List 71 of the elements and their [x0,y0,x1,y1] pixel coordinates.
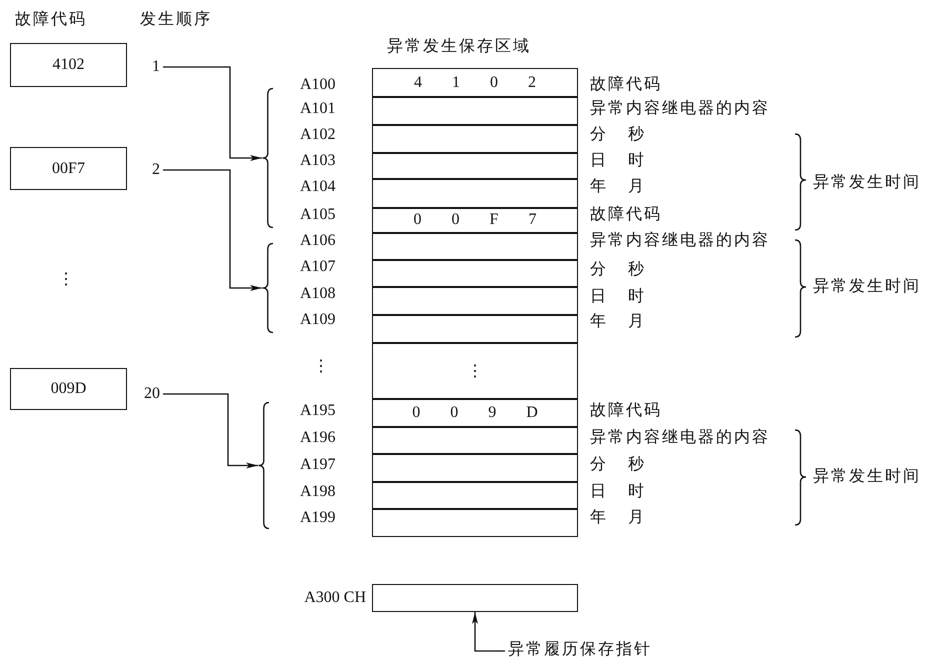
field-description: 异常内容继电器的内容 [590,231,770,251]
field-description: 异常内容继电器的内容 [590,428,770,448]
sequence-number: 1 [144,57,160,77]
memory-row: 0 0 F 7 [372,207,578,234]
table-heading: 异常发生保存区域 [387,37,531,57]
memory-row: 0 0 9 D [372,398,578,428]
sequence-number: 2 [144,160,160,180]
field-description: 年 月 [590,312,646,332]
fault-code-box: 00F7 [10,147,127,190]
memory-row [372,259,578,288]
memory-row [372,453,578,482]
address-label: A196 [300,428,336,448]
arrow [163,169,262,291]
address-label: A108 [300,284,336,304]
field-description: 故障代码 [590,401,662,421]
memory-row [372,286,578,316]
fault-code-box: 4102 [10,43,127,87]
arrow [472,612,505,652]
memory-area-table [372,36,578,535]
arrow [163,66,262,161]
field-description: 故障代码 [590,205,662,225]
curly-brace [258,402,269,529]
field-description: 分 秒 [590,260,646,280]
address-label: A105 [300,205,336,225]
memory-row: ⋮ [372,342,578,400]
ellipsis: ⋮ [313,357,329,377]
memory-row [372,124,578,154]
field-description: 故障代码 [590,75,662,95]
pointer-label: 异常履历保存指针 [508,640,658,662]
memory-row [372,314,578,344]
field-description: 日 时 [590,287,646,307]
address-label: A195 [300,401,336,421]
sequence-number: 20 [138,384,160,404]
address-label: A104 [300,177,336,197]
ellipsis: ⋮ [58,270,74,290]
address-label: A198 [300,482,336,502]
memory-row [372,96,578,126]
memory-row [372,178,578,208]
field-description: 日 时 [590,482,646,502]
column-heading: 故障代码 [15,10,87,30]
address-label: A107 [300,257,336,277]
address-label: A103 [300,151,336,171]
field-description: 分 秒 [590,125,646,145]
group-label: 异常发生时间 [813,467,921,487]
group-label: 异常发生时间 [813,173,921,193]
address-label: A101 [300,99,336,119]
address-label: A199 [300,508,336,528]
memory-row [372,152,578,180]
memory-row [372,481,578,510]
memory-row [372,426,578,454]
address-label: A197 [300,455,336,475]
group-label: 异常发生时间 [813,277,921,297]
field-description: 日 时 [590,151,646,171]
memory-row [372,232,578,260]
field-description: 年 月 [590,508,646,528]
address-label: A106 [300,231,336,251]
field-description: 分 秒 [590,455,646,475]
field-description: 年 月 [590,177,646,197]
memory-row: 4 1 0 2 [372,68,578,98]
address-label: A109 [300,310,336,330]
curly-brace [262,243,273,333]
register-box [372,584,578,612]
field-description: 异常内容继电器的内容 [590,99,770,119]
address-label: A102 [300,125,336,145]
fault-code-box: 009D [10,368,127,410]
memory-row [372,508,578,536]
arrow [163,393,258,468]
address-label: A300 CH [303,588,366,608]
address-label: A100 [300,75,336,95]
curly-brace [262,88,273,228]
column-heading: 发生顺序 [140,10,212,30]
